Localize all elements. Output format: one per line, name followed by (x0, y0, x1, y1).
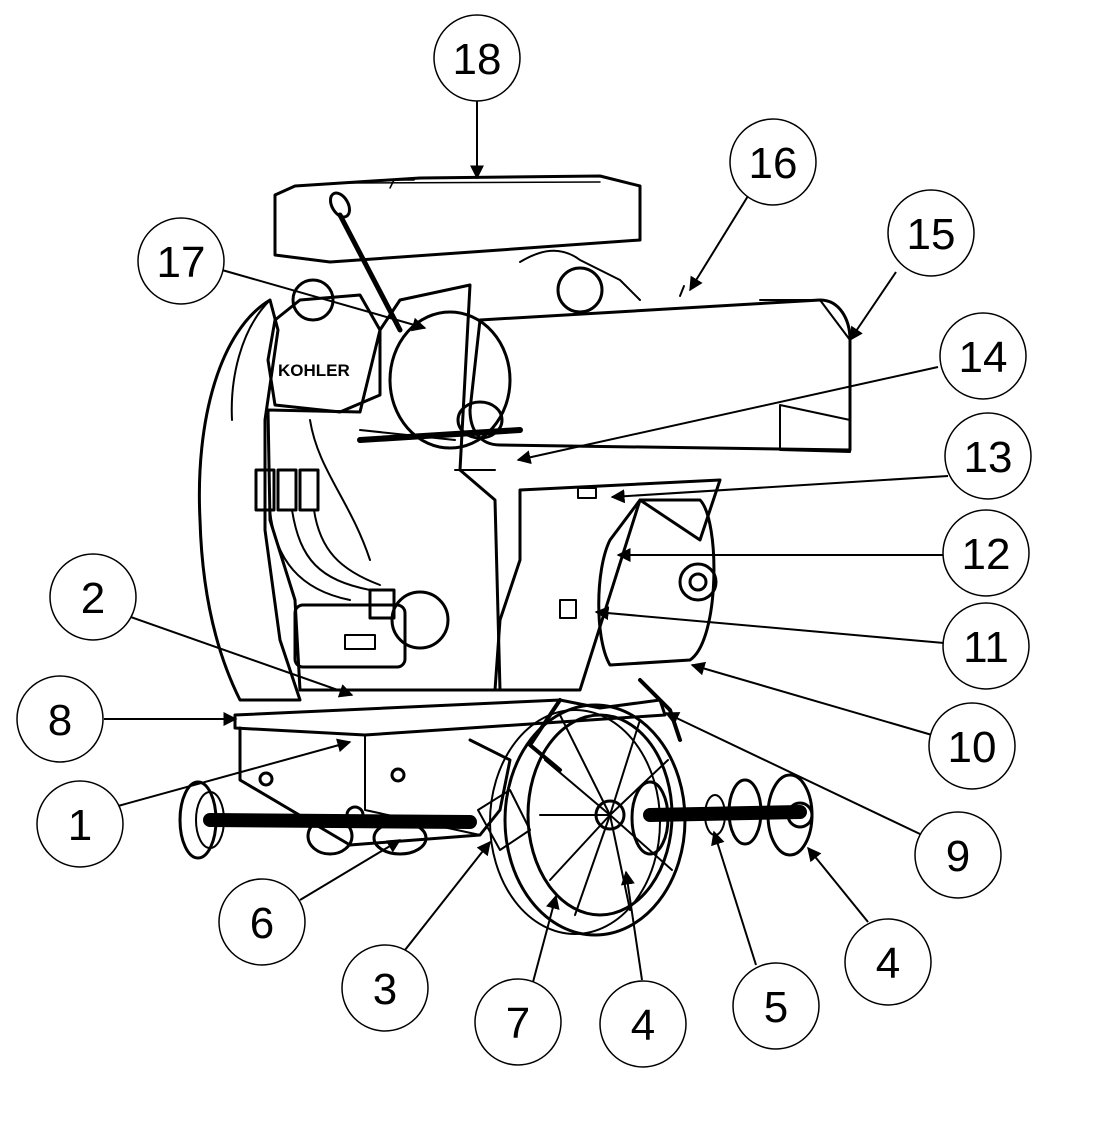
callout-14: 11 (942, 602, 1030, 690)
engine-illustration: KOHLER (178, 174, 852, 937)
leader-1 (117, 738, 352, 807)
svg-text:4: 4 (631, 1001, 655, 1050)
callout-12: 18 (433, 14, 521, 102)
callout-9: 8 (16, 675, 104, 763)
callout-11: 17 (137, 217, 225, 305)
leader-17 (690, 661, 933, 736)
kohler-logo: KOHLER (278, 361, 350, 380)
svg-text:15: 15 (907, 210, 956, 259)
callout-15: 12 (942, 509, 1030, 597)
svg-text:6: 6 (250, 899, 274, 948)
svg-text:16: 16 (749, 139, 798, 188)
svg-text:10: 10 (948, 723, 997, 772)
callout-16: 15 (887, 189, 975, 277)
leader-10 (532, 894, 560, 983)
belt-guard (493, 478, 722, 692)
svg-text:11: 11 (963, 623, 1009, 672)
callout-13: 14 (939, 312, 1027, 400)
callout-10: 7 (474, 978, 562, 1066)
callout-4-bottom: 4 (599, 980, 687, 1068)
svg-text:4: 4 (876, 939, 900, 988)
callout-7: 9 (914, 811, 1002, 899)
blower-housing (273, 174, 642, 264)
leader-2 (124, 614, 354, 698)
leader-4b (620, 870, 643, 981)
flywheel-shroud (197, 298, 302, 702)
leader-6 (299, 839, 402, 901)
mounting-base (233, 698, 667, 737)
callout-4-right: 4 (844, 918, 932, 1006)
muffler-end-cap (388, 310, 512, 450)
clutch-drum (597, 498, 716, 667)
callout-3: 3 (341, 944, 429, 1032)
callout-18: 16 (729, 118, 817, 206)
svg-text:7: 7 (506, 999, 530, 1048)
svg-text:2: 2 (81, 574, 105, 623)
callout-leader-lines (104, 100, 949, 983)
svg-text:3: 3 (373, 965, 397, 1014)
svg-text:12: 12 (962, 530, 1011, 579)
muffler (468, 298, 852, 452)
leader-11 (221, 269, 427, 332)
callout-5: 5 (732, 962, 820, 1050)
leader-3 (404, 840, 491, 951)
leader-8 (610, 475, 949, 504)
leader-7 (664, 712, 921, 835)
leader-5 (711, 830, 757, 966)
leader-4a (807, 846, 869, 923)
callout-6: 6 (218, 878, 306, 966)
svg-text:13: 13 (964, 433, 1013, 482)
leader-13 (516, 366, 939, 465)
svg-text:14: 14 (959, 333, 1008, 382)
svg-text:18: 18 (453, 35, 502, 84)
svg-text:17: 17 (157, 238, 206, 287)
svg-text:9: 9 (946, 832, 970, 881)
callout-2: 2 (49, 553, 137, 641)
engine-block (266, 283, 502, 692)
starter-motor (293, 603, 407, 669)
svg-text:5: 5 (764, 983, 788, 1032)
callout-1: 1 (36, 780, 124, 868)
leader-14 (594, 606, 945, 644)
svg-text:1: 1 (68, 801, 92, 850)
callout-17: 10 (928, 702, 1016, 790)
callout-8: 13 (944, 412, 1032, 500)
leader-18 (689, 195, 749, 292)
dipstick (337, 212, 403, 333)
svg-text:8: 8 (48, 696, 72, 745)
leader-16 (849, 271, 897, 342)
